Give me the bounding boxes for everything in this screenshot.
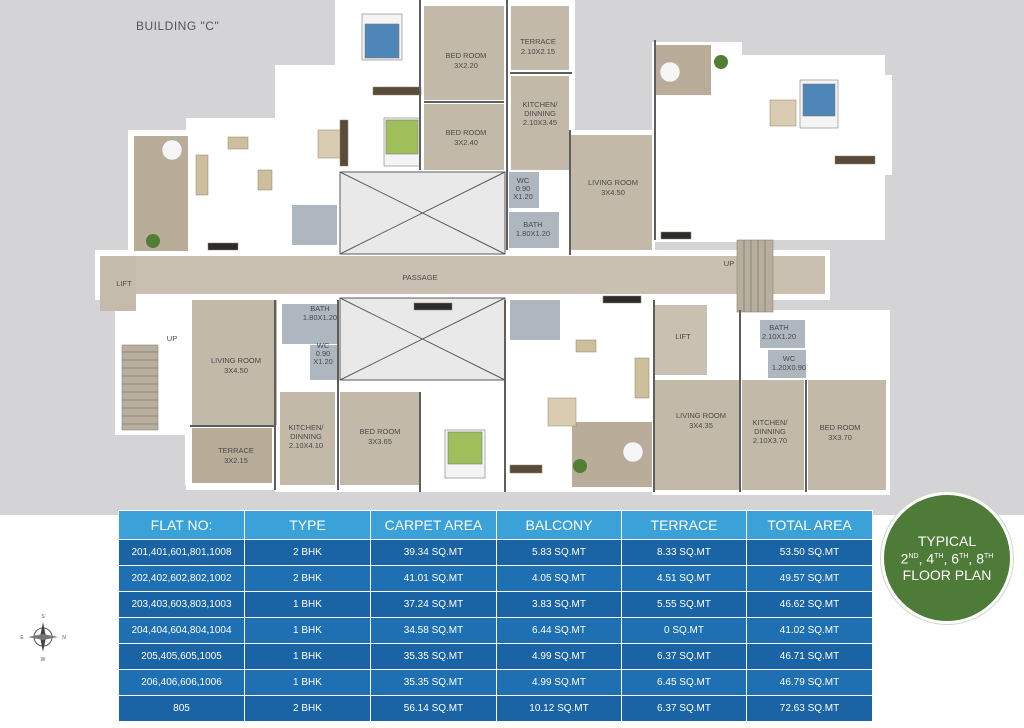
compass-icon: S W N E: [20, 614, 66, 662]
cell-balcony: 4.99 SQ.MT: [496, 669, 622, 696]
cell-total-area: 49.57 SQ.MT: [746, 565, 873, 592]
compass-e: E: [20, 635, 24, 641]
cell-total-area: 46.79 SQ.MT: [746, 669, 873, 696]
badge-line-floors: 2ND, 4TH, 6TH, 8TH: [900, 550, 994, 567]
cell-balcony: 6.44 SQ.MT: [496, 617, 622, 644]
cell-carpet-area: 35.35 SQ.MT: [370, 669, 497, 696]
header-carpet-area: CARPET AREA: [370, 510, 497, 540]
plants: [146, 55, 728, 473]
header-type: TYPE: [244, 510, 371, 540]
cell-carpet-area: 35.35 SQ.MT: [370, 643, 497, 670]
cell-type: 2 BHK: [244, 539, 371, 566]
lift-shafts: [339, 171, 506, 381]
cell-terrace: 5.55 SQ.MT: [621, 591, 747, 618]
cell-terrace: 6.37 SQ.MT: [621, 695, 747, 722]
cell-flat-no: 201,401,601,801,1008: [118, 539, 245, 566]
label-up-left: UP: [167, 334, 177, 343]
cell-carpet-area: 56.14 SQ.MT: [370, 695, 497, 722]
cell-balcony: 10.12 SQ.MT: [496, 695, 622, 722]
label-lift-right: LIFT: [675, 332, 691, 341]
cell-balcony: 4.05 SQ.MT: [496, 565, 622, 592]
cell-flat-no: 203,403,603,803,1003: [118, 591, 245, 618]
furniture: [195, 86, 876, 474]
cell-total-area: 46.62 SQ.MT: [746, 591, 873, 618]
table-row: 206,406,606,1006 1 BHK 35.35 SQ.MT 4.99 …: [118, 669, 873, 696]
area-table-header: FLAT NO: TYPE CARPET AREA BALCONY TERRAC…: [118, 510, 873, 540]
table-row: 205,405,605,1005 1 BHK 35.35 SQ.MT 4.99 …: [118, 643, 873, 670]
cell-total-area: 46.71 SQ.MT: [746, 643, 873, 670]
cell-balcony: 5.83 SQ.MT: [496, 539, 622, 566]
cell-total-area: 41.02 SQ.MT: [746, 617, 873, 644]
cell-terrace: 4.51 SQ.MT: [621, 565, 747, 592]
cell-terrace: 6.37 SQ.MT: [621, 643, 747, 670]
header-total-area: TOTAL AREA: [746, 510, 873, 540]
cell-type: 2 BHK: [244, 565, 371, 592]
badge-line-typical: TYPICAL: [917, 533, 977, 550]
cell-flat-no: 205,405,605,1005: [118, 643, 245, 670]
cell-flat-no: 206,406,606,1006: [118, 669, 245, 696]
cell-type: 1 BHK: [244, 591, 371, 618]
cell-total-area: 53.50 SQ.MT: [746, 539, 873, 566]
cell-type: 1 BHK: [244, 617, 371, 644]
wet-areas: [282, 172, 806, 380]
interior-walls: [190, 0, 807, 492]
cell-flat-no: 204,404,604,804,1004: [118, 617, 245, 644]
label-lift-left: LIFT: [116, 279, 132, 288]
cell-balcony: 3.83 SQ.MT: [496, 591, 622, 618]
beds: [361, 13, 839, 479]
cell-terrace: 0 SQ.MT: [621, 617, 747, 644]
floor-plan-badge: TYPICAL 2ND, 4TH, 6TH, 8TH FLOOR PLAN: [881, 492, 1013, 624]
badge-line-floor-plan: FLOOR PLAN: [902, 566, 992, 583]
table-row: 201,401,601,801,1008 2 BHK 39.34 SQ.MT 5…: [118, 539, 873, 566]
header-terrace: TERRACE: [621, 510, 747, 540]
stair-treads: [122, 240, 766, 425]
label-passage: PASSAGE: [402, 273, 437, 282]
cell-carpet-area: 34.58 SQ.MT: [370, 617, 497, 644]
header-flat-no: FLAT NO:: [118, 510, 245, 540]
cell-terrace: 6.45 SQ.MT: [621, 669, 747, 696]
table-row: 202,402,602,802,1002 2 BHK 41.01 SQ.MT 4…: [118, 565, 873, 592]
cell-flat-no: 805: [118, 695, 245, 722]
cell-flat-no: 202,402,602,802,1002: [118, 565, 245, 592]
cell-type: 1 BHK: [244, 643, 371, 670]
table-row: 805 2 BHK 56.14 SQ.MT 10.12 SQ.MT 6.37 S…: [118, 695, 873, 722]
header-balcony: BALCONY: [496, 510, 622, 540]
compass-n: N: [62, 635, 66, 641]
cell-type: 2 BHK: [244, 695, 371, 722]
area-table: FLAT NO: TYPE CARPET AREA BALCONY TERRAC…: [118, 510, 873, 722]
table-row: 204,404,604,804,1004 1 BHK 34.58 SQ.MT 6…: [118, 617, 873, 644]
label-up-right: UP: [724, 259, 734, 268]
cell-total-area: 72.63 SQ.MT: [746, 695, 873, 722]
cell-carpet-area: 37.24 SQ.MT: [370, 591, 497, 618]
building-title: BUILDING "C": [136, 19, 220, 33]
compass-w: W: [41, 657, 46, 662]
cell-terrace: 8.33 SQ.MT: [621, 539, 747, 566]
cell-balcony: 4.99 SQ.MT: [496, 643, 622, 670]
cell-carpet-area: 41.01 SQ.MT: [370, 565, 497, 592]
cell-carpet-area: 39.34 SQ.MT: [370, 539, 497, 566]
compass-s: S: [41, 614, 45, 620]
table-row: 203,403,603,803,1003 1 BHK 37.24 SQ.MT 3…: [118, 591, 873, 618]
cell-type: 1 BHK: [244, 669, 371, 696]
